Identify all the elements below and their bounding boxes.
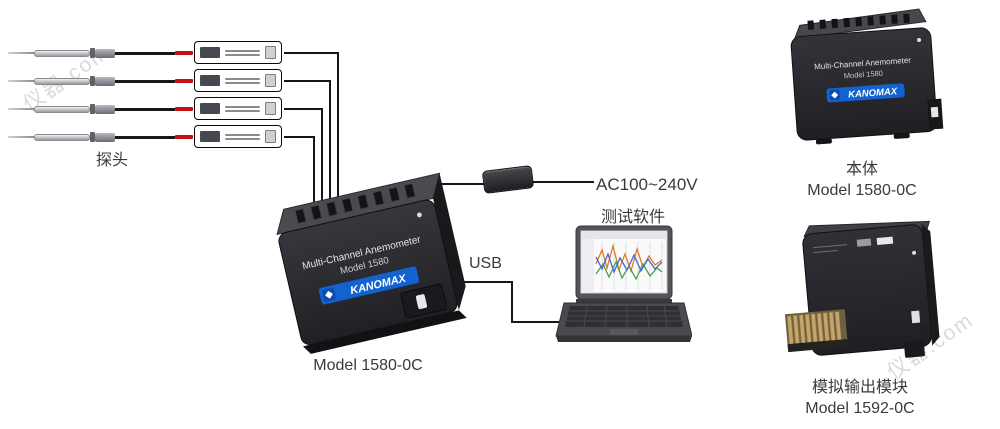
kanomax-wordmark: KANOMAX [848,86,898,100]
kanomax-logo: KANOMAX [826,83,905,103]
usb-wire [448,281,566,323]
probe-grip [95,104,115,114]
probe-cable [115,51,175,55]
module-label-plate [876,236,894,245]
front-unit-led [917,38,922,43]
signal-converter [194,125,282,148]
module-port [911,310,921,324]
module-label: 模拟输出模块 [811,379,908,396]
front-unit-model-text: Model 1580 [843,69,883,81]
probe-cable-red [175,79,193,83]
kanomax-diamond-icon [831,91,839,99]
software-waveforms [595,243,663,281]
module-model-label: Model 1592-0C [805,400,915,417]
software-titlebar [581,231,667,239]
front-unit-port [930,106,939,118]
main-unit-model-label: Model 1580-0C [313,357,423,374]
probe [8,46,193,60]
probe-jack-row [294,183,416,224]
laptop-hinge [576,299,672,303]
laptop [555,225,692,342]
power-switch [415,294,428,310]
probe-cable [115,107,175,111]
converter-label-plate [200,75,220,86]
probe-grip [95,76,115,86]
kanomax-diamond-icon [325,290,333,299]
probe [8,130,193,144]
module-text-lines [813,244,848,254]
front-unit-foot [815,138,832,145]
probe-cable-red [175,135,193,139]
ac-power-label: AC100~240V [596,175,698,194]
front-unit-front-face [790,27,938,141]
probe-tip [8,52,34,54]
converter-label-plate [200,131,220,142]
power-led [416,212,422,218]
converter-port [265,102,276,115]
signal-converter [194,41,282,64]
probe-cable [115,79,175,83]
converter-port [265,46,276,59]
usb-label: USB [469,255,502,272]
probe-tip [8,80,34,82]
main-unit-side-face [433,173,466,311]
analog-output-module [784,220,940,358]
software-label: 测试软件 [601,209,666,226]
probe-ring [90,132,95,142]
probe [8,74,193,88]
keyboard-rows [567,305,681,328]
converter-port [265,74,276,87]
terminal-block [784,309,849,353]
converter-label-plate [200,103,220,114]
body-model-label: Model 1580-0C [807,182,917,199]
probe-cable-red [175,107,193,111]
probe-ring [90,104,95,114]
probe-grip [95,48,115,58]
probe-wire-2 [284,80,331,201]
probe-wire-3 [284,108,323,203]
front-unit-jack-row [807,13,910,30]
main-unit-1580: Multi-Channel Anemometer Model 1580 KANO… [276,172,467,354]
laptop-front-edge [556,336,692,342]
probe-cable [115,135,175,139]
main-unit-bottom-edge [302,310,467,354]
probe [8,102,193,116]
body-label: 本体 [845,161,878,178]
signal-converter [194,97,282,120]
probe-ring [90,48,95,58]
probe-body [34,77,90,85]
module-led [912,250,917,255]
software-sidebar [581,239,594,293]
probe-label: 探头 [95,152,128,169]
probe-cable-red [175,51,193,55]
converter-label-plate [200,47,220,58]
front-unit-1580: Multi-Channel Anemometer Model 1580 KANO… [790,8,944,145]
probe-body [34,49,90,57]
probe-tip [8,108,34,110]
probe-ring [90,76,95,86]
probe-body [34,105,90,113]
probe-wire-4 [284,136,315,206]
front-unit-foot [893,133,910,139]
probe-tip [8,136,34,138]
converter-text-lines [225,77,260,84]
probe-body [34,133,90,141]
converter-text-lines [225,105,260,112]
signal-converter [194,69,282,92]
probe-grip [95,132,115,142]
laptop-touchpad [610,329,638,335]
converter-text-lines [225,133,260,140]
module-label-plate [856,238,872,247]
module-side-face [921,224,940,346]
module-bottom-foot [903,340,925,358]
converter-port [265,130,276,143]
converter-text-lines [225,49,260,56]
probe-wire-1 [284,52,339,199]
